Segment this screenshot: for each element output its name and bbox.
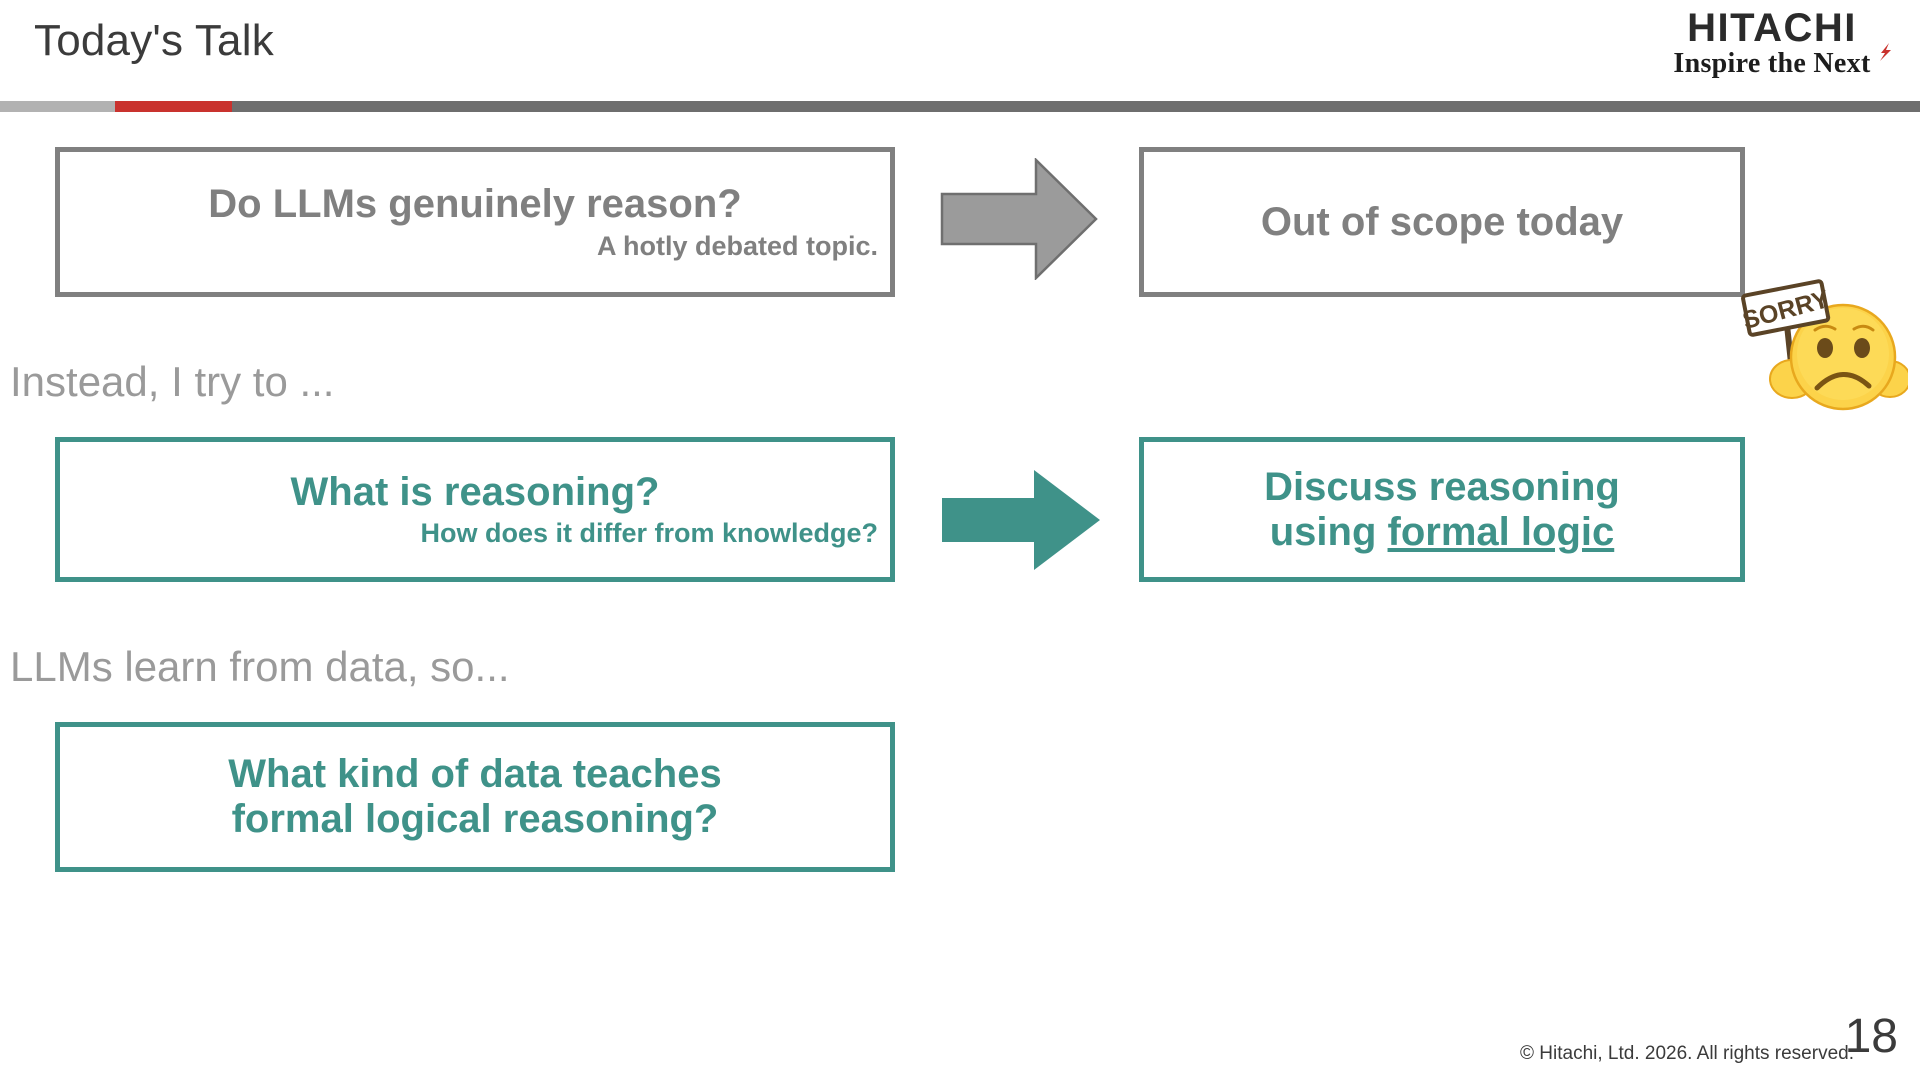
box-out-of-scope-main: Out of scope today xyxy=(1260,199,1624,244)
rule-segment-light-gray xyxy=(0,101,115,112)
hitachi-tagline-wrapper: Inspire the Next xyxy=(1646,43,1898,79)
arrow-right-teal-icon xyxy=(942,470,1100,570)
box-discuss-reasoning-formal-logic-emphasis: formal logic xyxy=(1387,509,1615,554)
lead-in-llms-learn: LLMs learn from data, so... xyxy=(10,643,510,690)
box-discuss-reasoning: Discuss reasoning using formal logic xyxy=(1139,437,1745,582)
lead-in-instead: Instead, I try to ... xyxy=(10,358,335,405)
box-what-is-reasoning-sub: How does it differ from knowledge? xyxy=(420,518,878,549)
rule-segment-dark-gray xyxy=(232,101,1920,112)
page-number: 18 xyxy=(1844,1010,1898,1063)
hitachi-wordmark: HITACHI xyxy=(1687,6,1857,50)
box-what-kind-of-data: What kind of data teaches formal logical… xyxy=(55,722,895,872)
box-do-llms-reason-main: Do LLMs genuinely reason? xyxy=(208,182,742,227)
box-what-kind-of-data-line2: formal logical reasoning? xyxy=(231,797,719,841)
box-discuss-reasoning-line2: using formal logic xyxy=(1144,510,1740,555)
box-do-llms-reason-sub: A hotly debated topic. xyxy=(596,230,878,261)
rule-segment-red xyxy=(115,101,232,112)
box-what-is-reasoning-main: What is reasoning? xyxy=(290,469,660,514)
box-discuss-reasoning-line2-prefix: using xyxy=(1269,509,1388,554)
box-what-is-reasoning: What is reasoning? How does it differ fr… xyxy=(55,437,895,582)
box-out-of-scope: Out of scope today xyxy=(1139,147,1745,297)
hitachi-logo: HITACHI Inspire the Next xyxy=(1646,8,1898,78)
lightning-spark-icon xyxy=(1880,43,1891,61)
box-do-llms-reason: Do LLMs genuinely reason? A hotly debate… xyxy=(55,147,895,297)
arrow-right-gray-icon xyxy=(940,158,1098,280)
page-title: Today's Talk xyxy=(34,16,274,65)
box-what-kind-of-data-line1: What kind of data teaches xyxy=(228,752,722,797)
hitachi-tagline-text: Inspire the Next xyxy=(1673,48,1871,79)
header-divider-rule xyxy=(0,101,1920,112)
copyright-notice: © Hitachi, Ltd. 2026. All rights reserve… xyxy=(1520,1043,1854,1064)
sad-face-sorry-sign-icon: SORRY xyxy=(1740,279,1908,411)
box-discuss-reasoning-line1: Discuss reasoning xyxy=(1264,464,1620,509)
